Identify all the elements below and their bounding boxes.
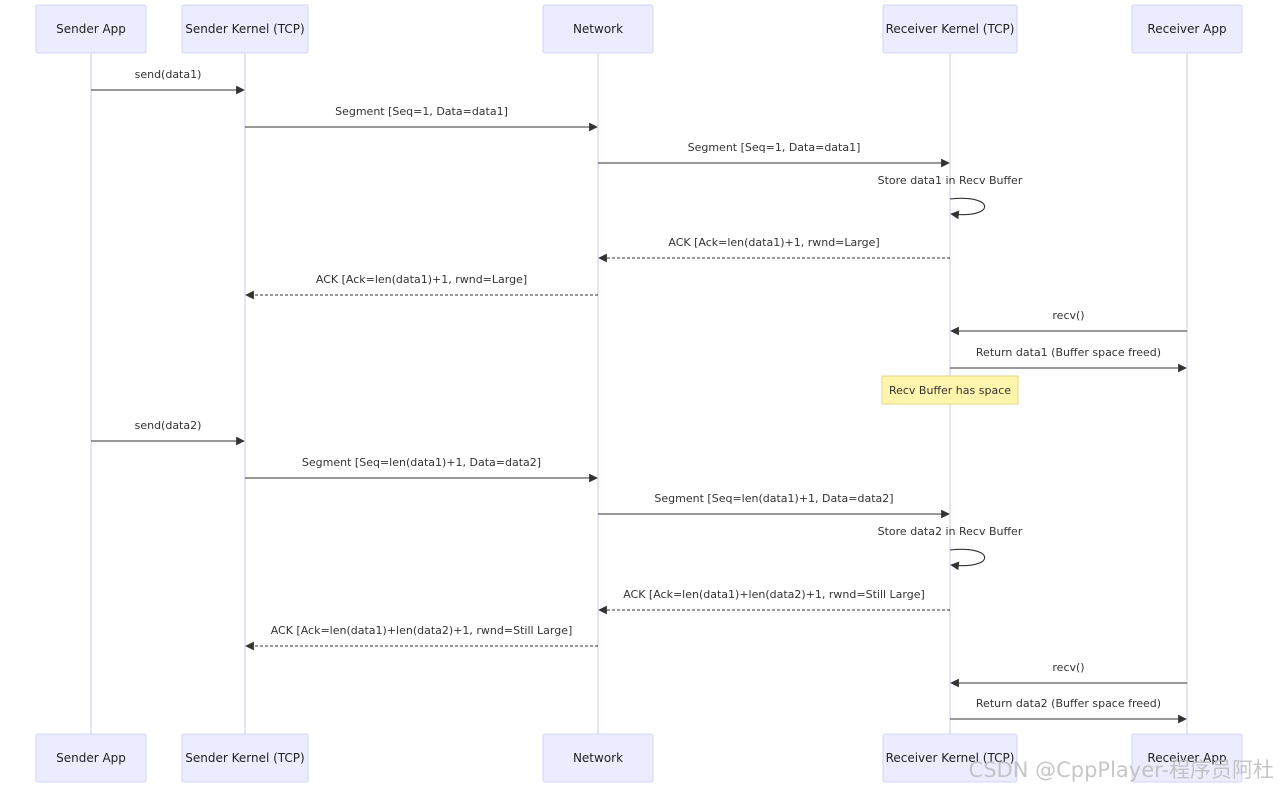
message-7: recv() bbox=[950, 309, 1187, 336]
actor-box bbox=[1131, 4, 1243, 54]
actor-label: Receiver Kernel (TCP) bbox=[886, 22, 1015, 36]
message-label: send(data2) bbox=[135, 419, 202, 432]
actor-label: Receiver Kernel (TCP) bbox=[886, 751, 1015, 765]
actor-box bbox=[882, 733, 1018, 783]
actor-rk-top: Receiver Kernel (TCP) bbox=[882, 4, 1018, 54]
message-15: recv() bbox=[950, 661, 1187, 688]
message-label: ACK [Ack=len(data1)+len(data2)+1, rwnd=S… bbox=[271, 624, 573, 637]
actor-label: Sender App bbox=[56, 22, 126, 36]
actor-sa-top: Sender App bbox=[35, 4, 147, 54]
message-label: recv() bbox=[1052, 309, 1084, 322]
note-text: Recv Buffer has space bbox=[889, 384, 1011, 397]
message-13: ACK [Ack=len(data1)+len(data2)+1, rwnd=S… bbox=[598, 588, 950, 615]
message-6: ACK [Ack=len(data1)+1, rwnd=Large] bbox=[245, 273, 598, 300]
message-label: Segment [Seq=1, Data=data1] bbox=[335, 105, 508, 118]
self-message-arrow bbox=[949, 548, 985, 571]
message-11: Segment [Seq=len(data1)+1, Data=data2] bbox=[598, 492, 950, 519]
message-label: Return data1 (Buffer space freed) bbox=[976, 346, 1161, 359]
message-2: Segment [Seq=1, Data=data1] bbox=[245, 105, 598, 132]
actor-nw-top: Network bbox=[542, 4, 654, 54]
message-label: ACK [Ack=len(data1)+1, rwnd=Large] bbox=[316, 273, 527, 286]
actor-label: Sender Kernel (TCP) bbox=[185, 751, 304, 765]
self-message-arrow bbox=[949, 197, 985, 220]
message-8: Return data1 (Buffer space freed) bbox=[950, 346, 1187, 373]
actor-box bbox=[882, 4, 1018, 54]
actor-box bbox=[35, 4, 147, 54]
message-label: send(data1) bbox=[135, 68, 202, 81]
message-label: ACK [Ack=len(data1)+len(data2)+1, rwnd=S… bbox=[623, 588, 925, 601]
actor-box bbox=[1131, 733, 1243, 783]
actor-box bbox=[542, 4, 654, 54]
actor-label: Sender Kernel (TCP) bbox=[185, 22, 304, 36]
actor-box bbox=[181, 4, 309, 54]
message-12: Store data2 in Recv Buffer bbox=[878, 525, 1023, 571]
actor-sk-bottom: Sender Kernel (TCP) bbox=[181, 733, 309, 783]
actor-nw-bottom: Network bbox=[542, 733, 654, 783]
actor-label: Network bbox=[573, 22, 623, 36]
actor-label: Receiver App bbox=[1147, 22, 1226, 36]
message-5: ACK [Ack=len(data1)+1, rwnd=Large] bbox=[598, 236, 950, 263]
actor-label: Receiver App bbox=[1147, 751, 1226, 765]
message-16: Return data2 (Buffer space freed) bbox=[950, 697, 1187, 724]
message-3: Segment [Seq=1, Data=data1] bbox=[598, 141, 950, 168]
actor-label: Sender App bbox=[56, 751, 126, 765]
actor-box bbox=[181, 733, 309, 783]
message-4: Store data1 in Recv Buffer bbox=[878, 174, 1023, 220]
message-label: ACK [Ack=len(data1)+1, rwnd=Large] bbox=[668, 236, 879, 249]
message-label: Segment [Seq=len(data1)+1, Data=data2] bbox=[654, 492, 893, 505]
actor-ra-bottom: Receiver App bbox=[1131, 733, 1243, 783]
note-1: Recv Buffer has space bbox=[881, 375, 1019, 405]
message-9: send(data2) bbox=[91, 419, 245, 446]
message-label: recv() bbox=[1052, 661, 1084, 674]
actor-box bbox=[542, 733, 654, 783]
message-label: Store data1 in Recv Buffer bbox=[878, 174, 1023, 187]
message-14: ACK [Ack=len(data1)+len(data2)+1, rwnd=S… bbox=[245, 624, 598, 651]
note-box bbox=[881, 375, 1019, 405]
watermark-text: CSDN @CppPlayer-程序员阿杜 bbox=[969, 758, 1274, 782]
message-1: send(data1) bbox=[91, 68, 245, 95]
message-label: Store data2 in Recv Buffer bbox=[878, 525, 1023, 538]
message-10: Segment [Seq=len(data1)+1, Data=data2] bbox=[245, 456, 598, 483]
actor-sa-bottom: Sender App bbox=[35, 733, 147, 783]
actor-box bbox=[35, 733, 147, 783]
message-label: Segment [Seq=len(data1)+1, Data=data2] bbox=[302, 456, 541, 469]
actor-sk-top: Sender Kernel (TCP) bbox=[181, 4, 309, 54]
message-label: Return data2 (Buffer space freed) bbox=[976, 697, 1161, 710]
actor-ra-top: Receiver App bbox=[1131, 4, 1243, 54]
actor-label: Network bbox=[573, 751, 623, 765]
actor-rk-bottom: Receiver Kernel (TCP) bbox=[882, 733, 1018, 783]
message-label: Segment [Seq=1, Data=data1] bbox=[688, 141, 861, 154]
